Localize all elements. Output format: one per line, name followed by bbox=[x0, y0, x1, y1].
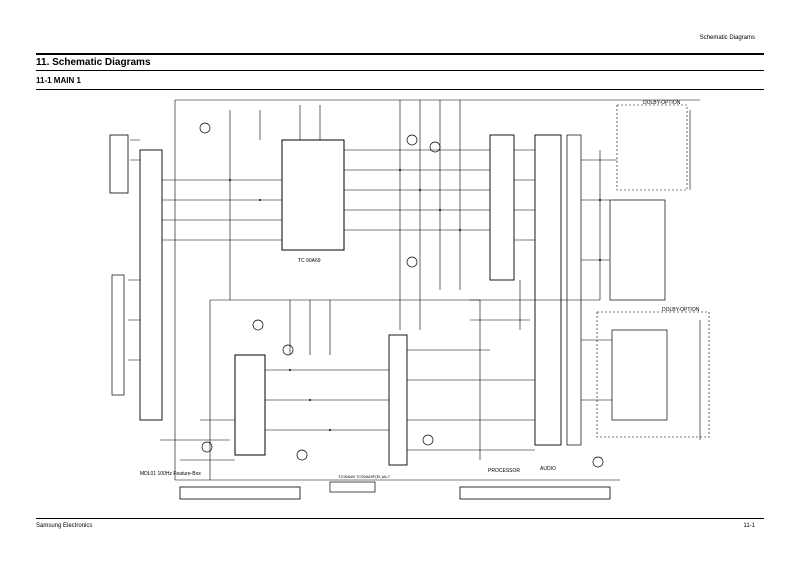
main-ic bbox=[281, 139, 345, 251]
subsection-title: 11-1 MAIN 1 bbox=[36, 76, 81, 85]
dolby-box-mid bbox=[596, 311, 710, 438]
subsection-rule bbox=[36, 89, 764, 90]
title-rule bbox=[36, 53, 764, 55]
bottom-connector-1 bbox=[179, 486, 301, 500]
right-ic-1 bbox=[489, 134, 515, 281]
section-title: 11. Schematic Diagrams bbox=[36, 57, 151, 68]
dolby-box-top bbox=[616, 104, 688, 191]
transistors bbox=[199, 122, 604, 468]
left-ic-column bbox=[139, 149, 163, 421]
connector-left-top bbox=[109, 134, 129, 194]
footer-rule bbox=[36, 518, 764, 519]
running-header: Schematic Diagrams bbox=[699, 35, 755, 41]
bottom-connector-2 bbox=[459, 486, 611, 500]
connector-right bbox=[566, 134, 582, 446]
title-underline bbox=[36, 70, 764, 71]
bottom-connector-3 bbox=[329, 481, 376, 493]
junction-dots bbox=[229, 169, 601, 431]
audio-label: AUDIO bbox=[540, 466, 556, 472]
wiring bbox=[128, 99, 701, 481]
tc-bottom-label: TC90A69 TC90A69F(EL)AL7 bbox=[338, 474, 391, 479]
footer-page-number: 11-1 bbox=[743, 523, 755, 529]
connector-left-mid bbox=[111, 274, 125, 396]
lower-connector bbox=[388, 334, 408, 466]
lower-ic bbox=[234, 354, 266, 456]
right-ic-2 bbox=[534, 134, 562, 446]
footer-company: Samsung Electronics bbox=[36, 523, 93, 529]
right-opamp-block bbox=[609, 199, 666, 301]
right-opamp-block-2 bbox=[611, 329, 668, 421]
dolby-mid-label: DOLBY-OPTION bbox=[662, 307, 700, 313]
main-ic-label: TC 90A69 bbox=[298, 258, 321, 264]
processor-label: PROCESSOR bbox=[488, 468, 520, 474]
mdl-box-label: MDL01 100Hz Feature-Box bbox=[140, 471, 201, 477]
dolby-top-label: DOLBY-OPTION bbox=[643, 100, 681, 106]
